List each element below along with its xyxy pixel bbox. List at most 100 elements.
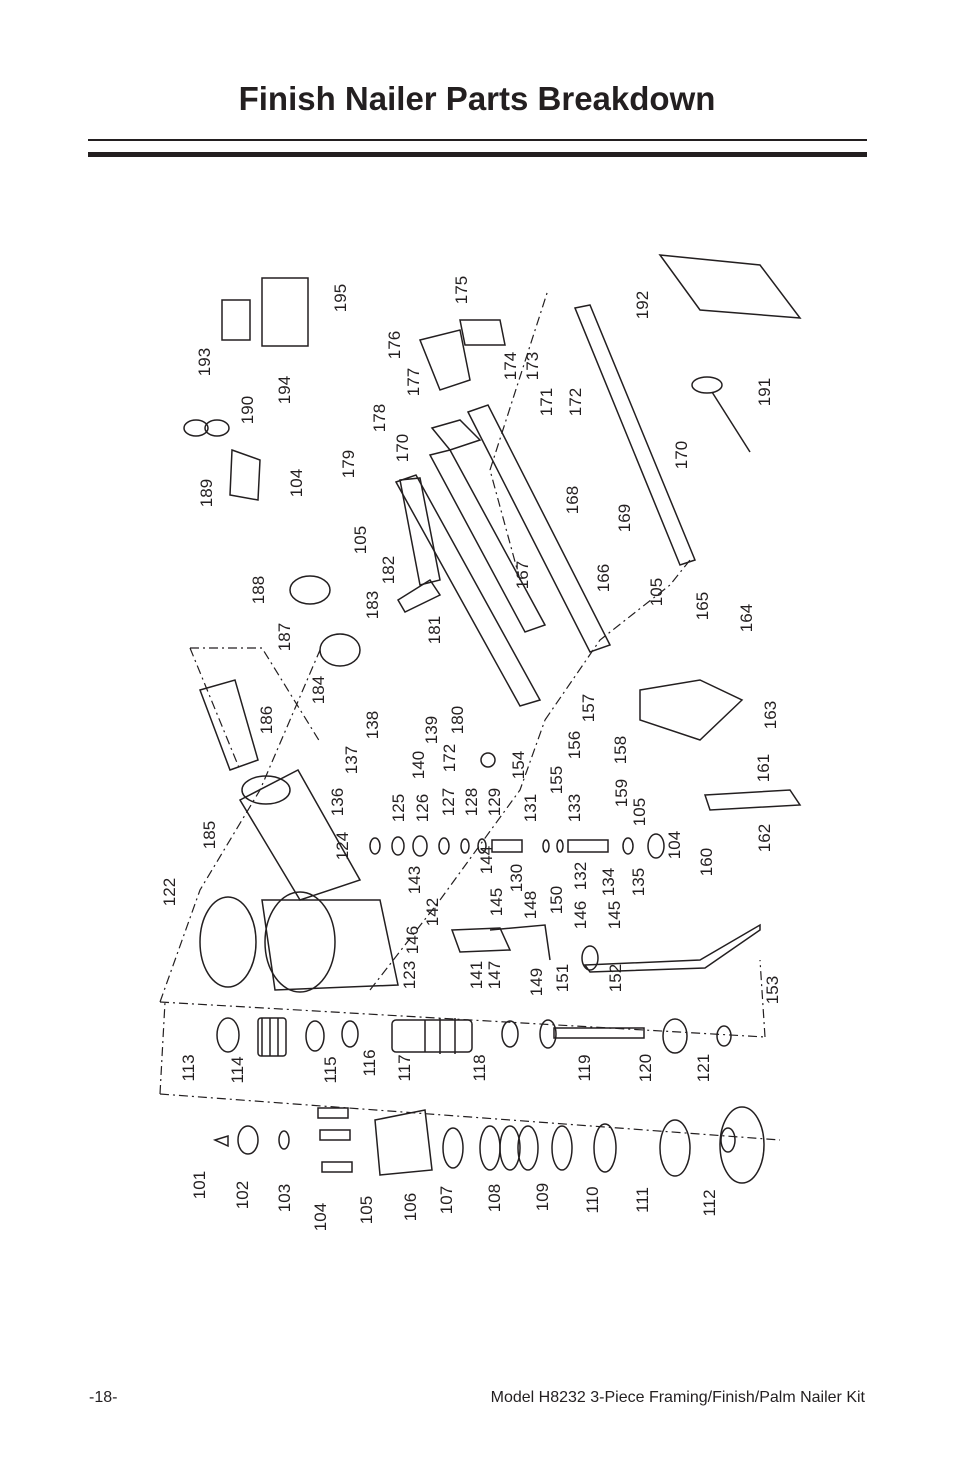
part-label-139: 139 (422, 716, 441, 744)
part-label-195: 195 (331, 284, 350, 312)
part-label-108: 108 (485, 1184, 504, 1212)
part-label-134: 134 (599, 868, 618, 896)
part-label-184: 184 (309, 676, 328, 704)
part-label-174: 174 (501, 352, 520, 380)
cap-row-parts (212, 1106, 765, 1184)
part-label-179: 179 (339, 450, 358, 478)
part-label-124: 124 (333, 832, 352, 860)
part-label-109: 109 (533, 1183, 552, 1211)
part-label-115: 115 (321, 1056, 340, 1083)
part-label-149: 149 (527, 968, 546, 996)
part-label-147: 147 (485, 961, 504, 989)
assembly-guide-lines (159, 289, 781, 1141)
part-label-173: 173 (523, 352, 542, 380)
title-rule-thin (88, 139, 867, 141)
part-label-172: 172 (566, 388, 585, 416)
part-label-111: 111 (633, 1187, 652, 1213)
part-label-165: 165 (693, 592, 712, 620)
part-label-177: 177 (404, 368, 423, 396)
part-label-178: 178 (370, 404, 389, 432)
part-label-105: 105 (630, 798, 649, 826)
part-label-150: 150 (547, 886, 566, 914)
cylinder-row-parts (216, 1017, 732, 1057)
part-label-117: 117 (395, 1054, 414, 1081)
part-label-155: 155 (547, 766, 566, 794)
part-label-146: 146 (571, 901, 590, 929)
trigger-assembly (450, 679, 802, 973)
part-label-191: 191 (755, 378, 774, 406)
part-label-154: 154 (509, 751, 528, 779)
part-label-101: 101 (190, 1171, 209, 1199)
part-label-160: 160 (697, 848, 716, 876)
part-label-135: 135 (629, 868, 648, 896)
part-label-116: 116 (360, 1049, 379, 1076)
part-label-118: 118 (470, 1054, 489, 1081)
part-label-127: 127 (439, 788, 458, 816)
part-label-112: 112 (700, 1189, 719, 1216)
magazine-rails (394, 304, 696, 707)
part-label-121: 121 (694, 1054, 713, 1082)
exhaust-cap-parts (183, 319, 506, 768)
part-label-170: 170 (393, 434, 412, 462)
part-label-140: 140 (409, 751, 428, 779)
part-label-172: 172 (440, 744, 459, 772)
part-label-194: 194 (275, 376, 294, 404)
part-label-125: 125 (389, 794, 408, 822)
part-label-169: 169 (615, 504, 634, 532)
part-label-167: 167 (513, 561, 532, 589)
valve-seal-row (369, 835, 609, 857)
part-label-182: 182 (379, 556, 398, 584)
part-label-164: 164 (737, 604, 756, 632)
part-label-144: 144 (477, 846, 496, 874)
part-label-130: 130 (507, 864, 526, 892)
part-label-181: 181 (425, 616, 444, 644)
part-label-104: 104 (665, 831, 684, 859)
part-label-137: 137 (342, 746, 361, 774)
part-label-122: 122 (160, 878, 179, 906)
part-label-171: 171 (537, 388, 556, 416)
part-label-152: 152 (606, 964, 625, 992)
part-label-162: 162 (755, 824, 774, 852)
part-label-185: 185 (200, 821, 219, 849)
part-label-113: 113 (179, 1054, 198, 1081)
part-label-156: 156 (565, 731, 584, 759)
part-label-145: 145 (605, 901, 624, 929)
part-label-190: 190 (238, 396, 257, 424)
part-label-123: 123 (400, 961, 419, 989)
part-label-119: 119 (575, 1054, 594, 1081)
part-label-105: 105 (647, 578, 666, 606)
part-label-180: 180 (448, 706, 467, 734)
part-label-176: 176 (385, 331, 404, 359)
part-label-104: 104 (311, 1203, 330, 1231)
part-label-170: 170 (672, 441, 691, 469)
part-label-157: 157 (579, 694, 598, 722)
part-label-103: 103 (275, 1184, 294, 1212)
part-label-102: 102 (233, 1181, 252, 1209)
part-label-145: 145 (487, 888, 506, 916)
part-label-131: 131 (521, 794, 540, 822)
nailer-body (199, 679, 399, 993)
part-label-143: 143 (405, 866, 424, 894)
part-label-146: 146 (403, 926, 422, 954)
part-label-148: 148 (521, 891, 540, 919)
part-label-183: 183 (363, 591, 382, 619)
part-label-186: 186 (257, 706, 276, 734)
part-label-161: 161 (754, 754, 773, 782)
part-label-114: 114 (228, 1056, 247, 1083)
part-label-129: 129 (485, 788, 504, 816)
part-label-189: 189 (197, 479, 216, 507)
part-label-132: 132 (571, 862, 590, 890)
part-label-107: 107 (437, 1186, 456, 1214)
part-label-138: 138 (363, 711, 382, 739)
part-label-133: 133 (565, 794, 584, 822)
part-label-187: 187 (275, 623, 294, 651)
part-label-175: 175 (452, 276, 471, 304)
part-label-110: 110 (583, 1186, 602, 1213)
part-label-104: 104 (287, 469, 306, 497)
page-title: Finish Nailer Parts Breakdown (238, 80, 716, 117)
model-footer: Model H8232 3-Piece Framing/Finish/Palm … (490, 1389, 865, 1406)
part-label-128: 128 (462, 788, 481, 816)
title-rule-thick (88, 152, 867, 157)
part-label-168: 168 (563, 486, 582, 514)
